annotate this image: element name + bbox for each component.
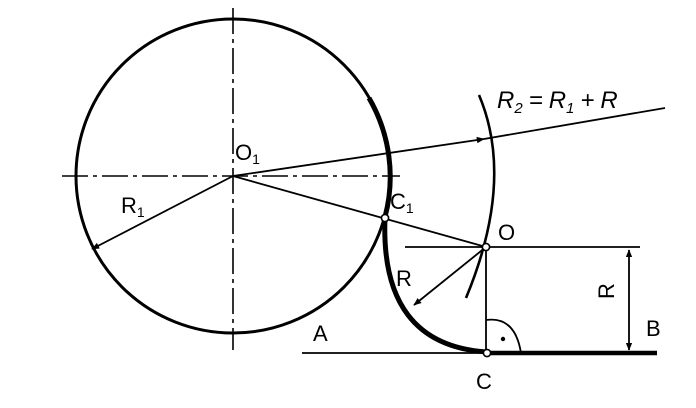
radius-r1	[91, 175, 234, 250]
formula-r2: R2=R1+R	[497, 87, 618, 117]
label-c: C	[476, 369, 492, 394]
label-c1: C1	[390, 189, 414, 216]
radius-r	[413, 246, 487, 306]
right-angle-dot	[500, 336, 506, 342]
label-o1: O1	[235, 140, 260, 167]
ray-r2-extension	[483, 107, 666, 140]
right-angle-mark	[485, 318, 522, 354]
line-o1-o	[232, 175, 487, 248]
arc-r2	[464, 94, 496, 299]
point-c	[482, 348, 492, 358]
label-a: A	[313, 321, 328, 346]
point-c1	[380, 213, 390, 223]
label-b: B	[646, 316, 661, 341]
connecting-arc-r	[382, 217, 488, 355]
point-o	[481, 242, 491, 252]
label-r: R	[396, 266, 412, 291]
label-r1: R1	[121, 193, 145, 220]
thick-arc-c1	[366, 96, 393, 218]
label-r-dimension: R	[594, 283, 619, 299]
label-o: O	[498, 220, 515, 245]
ray-r2	[232, 136, 485, 177]
